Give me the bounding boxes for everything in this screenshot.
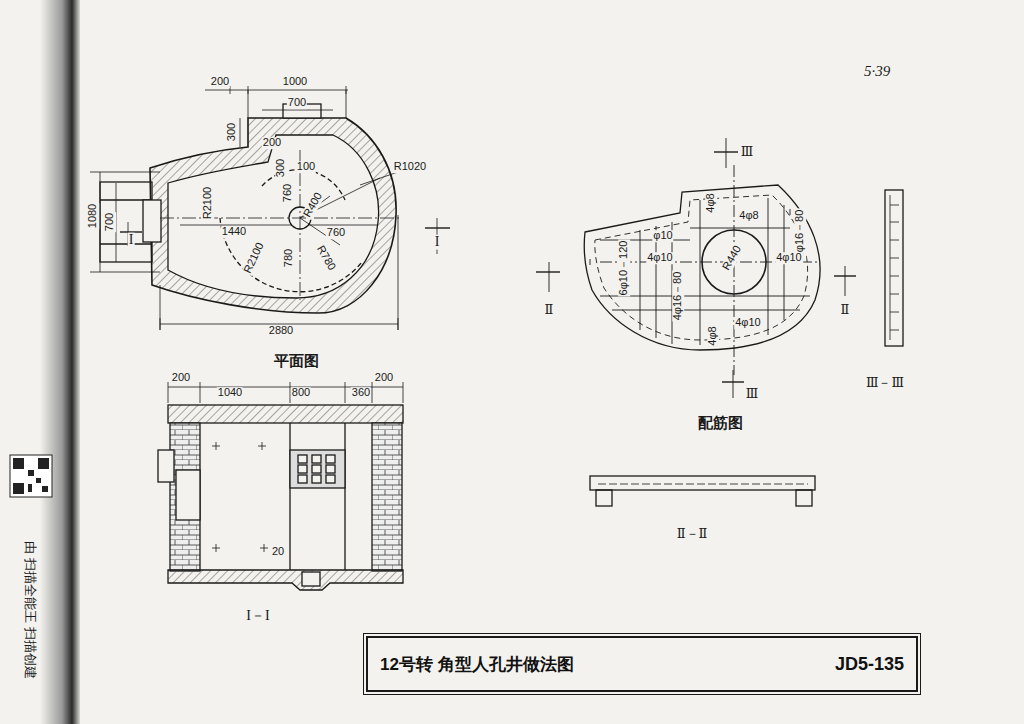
dimension-text: 300 (275, 158, 287, 178)
dimension-text: 1440 (221, 226, 247, 238)
drawing-number: JD5-135 (835, 654, 904, 675)
dimension-text: 200 (262, 137, 282, 149)
view-title: Ⅱ (840, 303, 851, 317)
dimension-text: 760 (326, 227, 346, 239)
title-block: 12号转 角型人孔井做法图 JD5-135 (366, 636, 918, 692)
dimension-text: 300 (226, 122, 238, 142)
drawing-title: 12号转 角型人孔井做法图 (380, 653, 574, 676)
plan-view (90, 86, 450, 330)
dimension-text: 780 (283, 248, 295, 268)
view-title: 5·39 (863, 64, 891, 80)
view-title: Ⅱ－Ⅱ (676, 527, 709, 541)
dimension-text: 4φ8 (738, 210, 759, 222)
qr-code (10, 455, 52, 497)
dimension-text: 360 (351, 387, 371, 399)
dimension-text: 1040 (217, 387, 243, 399)
dimension-text: 4φ10 (646, 252, 674, 264)
view-title: Ⅲ－Ⅲ (865, 376, 905, 390)
dimension-text: 100 (296, 161, 316, 173)
dimension-text: 6φ10－120 (618, 240, 630, 297)
dimension-text: 20 (271, 546, 285, 558)
dimension-text: 200 (374, 372, 394, 384)
dimension-text: 4φ8 (707, 325, 719, 346)
section-three (885, 190, 903, 346)
dimension-text: 4φ10 (775, 252, 803, 264)
section-view (158, 382, 403, 590)
view-title: Ⅱ (544, 303, 555, 317)
dimension-text: 800 (291, 387, 311, 399)
dimension-text: R2100 (202, 186, 214, 220)
dimension-text: 200 (171, 372, 191, 384)
dimension-text: 200 (210, 76, 230, 88)
view-title: Ⅲ (740, 145, 755, 159)
dimension-text: 4φ8 (705, 192, 717, 213)
view-title: I (128, 233, 135, 248)
dimension-text: 4φ16－80 (672, 271, 684, 322)
view-title: 平面图 (273, 353, 320, 369)
section-two (590, 476, 815, 506)
dimension-text: 4φ10 (734, 317, 762, 329)
watermark: 由 扫描全能王 扫描创建 (23, 540, 37, 679)
dimension-text: 1000 (282, 76, 308, 88)
view-title: I－I (245, 609, 270, 624)
view-title: 配筋图 (697, 415, 744, 431)
dimension-text: R1020 (393, 161, 427, 173)
view-title: I (434, 235, 441, 250)
view-title: Ⅲ (745, 387, 760, 401)
dimension-text: φ10 (652, 230, 673, 242)
dimension-text: 1080 (87, 203, 99, 229)
dimension-text: 760 (282, 183, 294, 203)
rebar-plan (536, 138, 856, 398)
dimension-text: 700 (104, 212, 116, 232)
dimension-text: 700 (287, 97, 307, 109)
dimension-text: 2880 (268, 325, 294, 337)
